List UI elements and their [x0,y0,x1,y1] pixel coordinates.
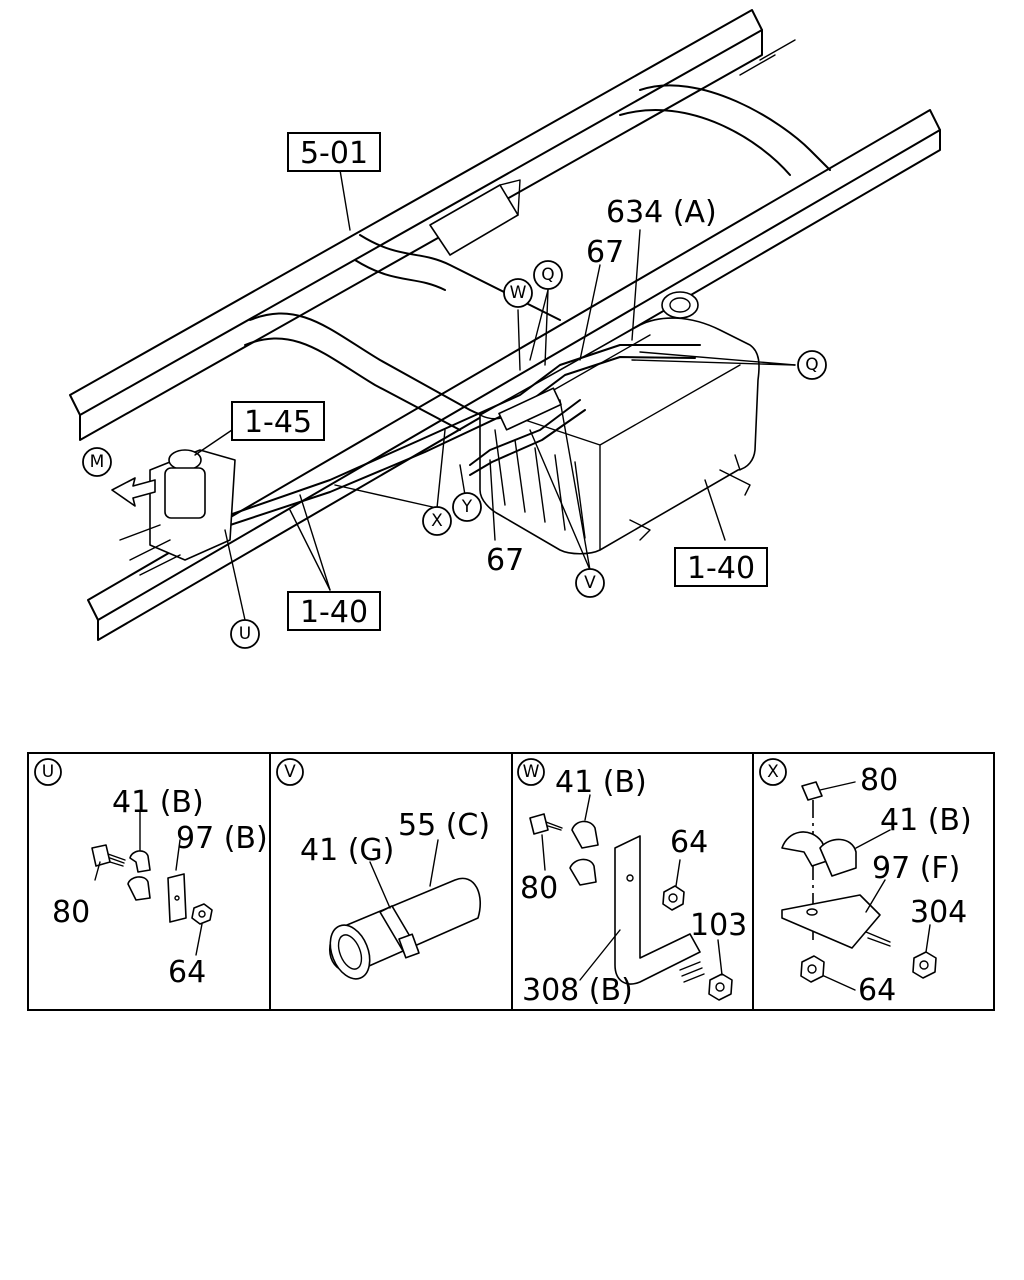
detail-v: V 41 (G) 55 (C) [276,758,490,980]
ref-label-filter: 1-45 [244,405,312,440]
detail-w-label-64: 64 [670,825,708,860]
nut-64 [800,955,825,983]
detail-w-label-308b: 308 (B) [522,973,633,1008]
fuel-lines [214,344,701,531]
callout-y[interactable]: Y [452,492,482,522]
callout-q-right[interactable]: Q [797,350,827,380]
arrow-m [111,477,156,507]
nut-64 [662,885,685,911]
svg-text:U: U [239,624,251,644]
bolt-80 [529,813,549,835]
detail-w-label-80: 80 [520,871,558,906]
detail-w: W 41 (B) 64 80 103 308 (B) [517,758,747,1008]
detail-w-label-41b: 41 (B) [555,765,647,800]
detail-v-label-55c: 55 (C) [398,808,490,843]
upper-side-rail-flange [79,29,763,441]
callout-q-top[interactable]: Q [533,260,563,290]
part-label-67-bottom: 67 [486,543,524,578]
cross-member-rear [639,84,831,171]
clip-41b [569,820,599,886]
ref-label-tank: 1-40 [687,551,755,586]
nut-304 [912,951,937,979]
detail-u-label-64: 64 [168,955,206,990]
svg-text:V: V [284,762,296,782]
ref-label-frame: 5-01 [300,136,368,171]
nut-103 [708,973,733,1001]
detail-x: X 80 41 (B) 97 (F) 304 64 [759,758,972,1008]
plate-97b [167,873,187,923]
ref-box-filter[interactable]: 1-45 [231,401,325,441]
fuel-pipe-sleeve [498,387,562,431]
callout-x[interactable]: X [422,506,452,536]
detail-v-key: V [276,758,304,786]
frame-bracket [429,184,519,256]
plate-97f [781,894,881,949]
leader-lines [194,169,796,621]
ref-box-pipe-lower[interactable]: 1-40 [287,591,381,631]
part-label-634a: 634 (A) [606,195,717,230]
fuel-filler-cap [661,291,699,319]
detail-w-label-103: 103 [690,908,747,943]
svg-text:M: M [90,452,105,472]
detail-x-label-41b: 41 (B) [880,803,972,838]
detail-u-key: U [34,758,62,786]
fuel-tank [479,291,760,555]
part-label-67-top: 67 [586,235,624,270]
svg-text:X: X [431,511,443,531]
ref-label-pipe-lower: 1-40 [300,595,368,630]
svg-text:Y: Y [461,497,473,517]
detail-x-label-97f: 97 (F) [872,851,960,886]
svg-text:Q: Q [541,265,554,285]
fuel-filter [111,449,236,576]
detail-x-label-80: 80 [860,763,898,798]
clip-41b [127,850,151,901]
callout-w[interactable]: W [503,278,533,308]
detail-w-key: W [517,758,545,786]
callout-m[interactable]: M [82,447,112,477]
svg-text:V: V [584,573,596,593]
svg-text:W: W [523,762,540,782]
ref-box-frame[interactable]: 5-01 [287,132,381,172]
detail-panels [27,752,995,1011]
bolt-80 [91,844,111,867]
svg-text:U: U [42,762,54,782]
detail-x-label-304: 304 [910,895,967,930]
detail-u-label-41b: 41 (B) [112,785,204,820]
detail-x-label-64: 64 [858,973,896,1008]
detail-x-key: X [759,758,787,786]
svg-text:Q: Q [805,355,818,375]
bracket-308b [614,835,701,985]
bolt-80 [801,781,823,801]
detail-u-label-80: 80 [52,895,90,930]
nut-64 [191,903,213,925]
callout-v[interactable]: V [575,568,605,598]
ref-box-tank[interactable]: 1-40 [674,547,768,587]
callout-u[interactable]: U [230,619,260,649]
detail-u: U 41 (B) 97 (B) 80 64 [34,758,268,990]
detail-v-label-41g: 41 (G) [300,833,394,868]
detail-u-label-97b: 97 (B) [176,821,268,856]
clip-41b [781,831,831,867]
svg-text:X: X [767,762,779,782]
svg-text:W: W [510,283,527,303]
cross-member-mid [359,234,561,321]
